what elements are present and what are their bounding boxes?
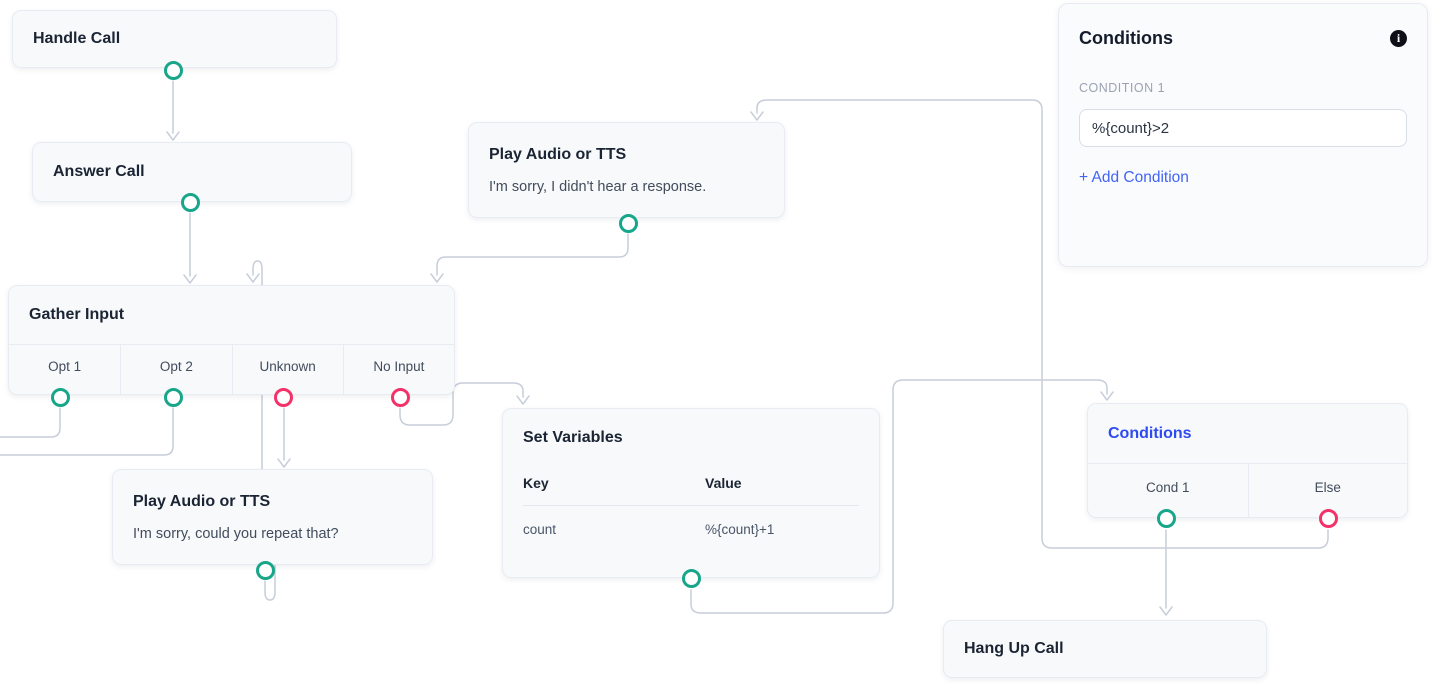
branch-no-input: No Input [342, 345, 454, 394]
node-message: I'm sorry, could you repeat that? [133, 525, 339, 542]
port-answer-call-out[interactable] [180, 192, 200, 212]
node-hang-up-call[interactable]: Hang Up Call [943, 620, 1267, 678]
node-handle-call[interactable]: Handle Call [12, 10, 337, 68]
node-title: Play Audio or TTS [133, 492, 271, 510]
port-opt1[interactable] [50, 387, 70, 407]
port-no-input[interactable] [390, 387, 410, 407]
column-value: Value [705, 475, 742, 491]
variable-value: %{count}+1 [705, 522, 775, 537]
node-title: Answer Call [53, 163, 145, 180]
node-title: Play Audio or TTS [489, 145, 627, 163]
branch-cond1: Cond 1 [1145, 480, 1190, 495]
node-title: Conditions [1108, 424, 1192, 442]
node-title: Set Variables [523, 429, 623, 446]
edge-opt2-offscreen [0, 407, 174, 456]
variable-key: count [523, 522, 557, 537]
port-play-audio-no-response-out[interactable] [618, 213, 638, 233]
variable-row: count %{count}+1 [523, 506, 859, 553]
node-title: Gather Input [29, 306, 125, 323]
branch-else: Else [1247, 464, 1408, 517]
node-title: Handle Call [33, 30, 121, 47]
edge-playaudio-noresponse-to-gather [430, 233, 629, 283]
column-key: Key [523, 475, 549, 491]
node-title: Hang Up Call [964, 640, 1064, 657]
add-condition-link[interactable]: + Add Condition [1079, 169, 1189, 186]
edge-opt1-offscreen [0, 407, 61, 438]
port-cond1[interactable] [1156, 508, 1176, 528]
edge-else-loop-to-playaudio-noresponse [750, 99, 1329, 549]
condition-input[interactable] [1079, 109, 1407, 147]
divider [523, 505, 859, 506]
port-else[interactable] [1318, 508, 1338, 528]
node-play-audio-tts-repeat[interactable]: Play Audio or TTS I'm sorry, could you r… [112, 469, 433, 565]
port-opt2[interactable] [163, 387, 183, 407]
port-set-variables-out[interactable] [681, 568, 701, 588]
branch-opt1: Opt 1 [48, 359, 82, 374]
node-answer-call[interactable]: Answer Call [32, 142, 352, 202]
node-play-audio-tts-no-response[interactable]: Play Audio or TTS I'm sorry, I didn't he… [468, 122, 785, 218]
port-play-audio-repeat-out[interactable] [255, 560, 275, 580]
branch-opt2: Opt 2 [120, 345, 231, 394]
node-message: I'm sorry, I didn't hear a response. [489, 178, 707, 195]
info-icon[interactable]: i [1390, 30, 1407, 47]
edge-cond1-to-hangup [1159, 529, 1173, 616]
branch-unknown: Unknown [231, 345, 343, 394]
panel-title: Conditions [1079, 28, 1173, 48]
edge-setvariables-to-conditions [690, 379, 1114, 614]
port-handle-call-out[interactable] [163, 60, 183, 80]
edge-unknown-to-playaudio-repeat [277, 407, 291, 468]
edge-handle-to-answer [166, 80, 180, 141]
node-gather-input[interactable]: Gather Input Opt 1 Opt 2 Unknown No Inpu… [8, 285, 455, 395]
node-conditions[interactable]: Conditions Cond 1 Else [1087, 403, 1408, 518]
edge-noinput-to-setvariables [399, 382, 530, 426]
edge-answer-to-gather [183, 212, 197, 284]
properties-panel: Conditions i CONDITION 1 + Add Condition [1058, 3, 1428, 267]
condition-section-label: CONDITION 1 [1079, 81, 1166, 95]
port-unknown[interactable] [273, 387, 293, 407]
node-set-variables[interactable]: Set Variables Key Value count %{count}+1 [502, 408, 880, 578]
